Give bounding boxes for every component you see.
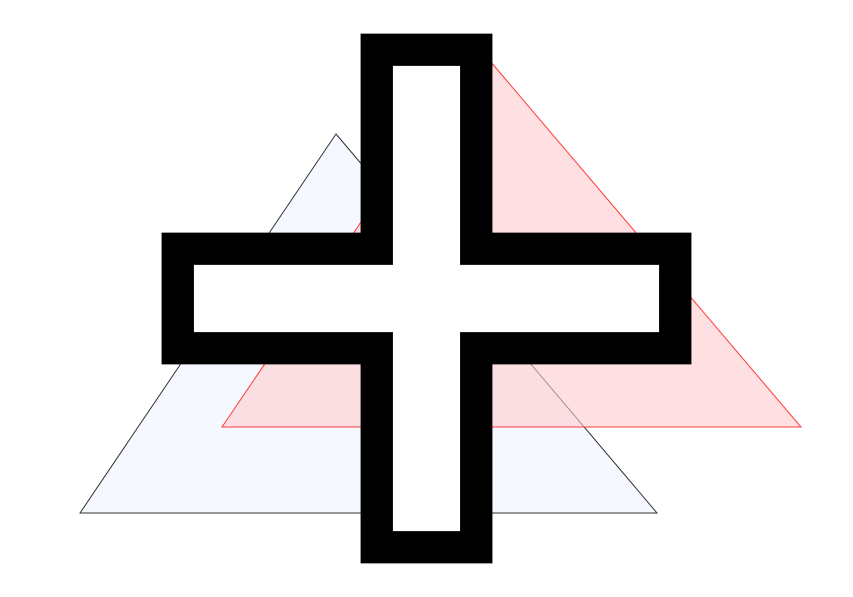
canvas-svg [79, 47, 803, 514]
